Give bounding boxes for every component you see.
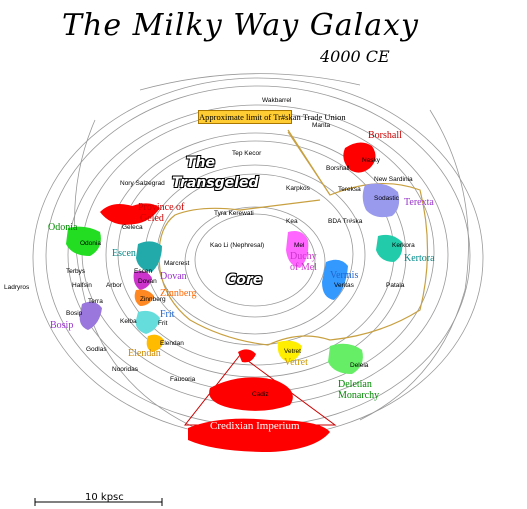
star-label: Geleca (122, 224, 143, 231)
realm-label: Elendan (128, 348, 161, 359)
realm-label: Kertora (404, 253, 435, 264)
star-label: Halfsin (72, 282, 92, 289)
vermis-region (322, 259, 348, 300)
credixian-region-3 (238, 349, 256, 363)
dovan-region (133, 270, 152, 290)
star-label: Cadiz (252, 391, 269, 398)
star-label: Godlas (86, 346, 107, 353)
star-label: Nooridas (112, 366, 139, 373)
odonia-region (66, 226, 101, 256)
star-label: Nory Salzegrad (120, 180, 165, 187)
star-label: Zinnberg (140, 296, 166, 303)
realm-label: Frit (160, 309, 175, 320)
elendan-region (146, 334, 164, 352)
star-label: Elendan (160, 340, 184, 347)
star-label: Ladryros (4, 284, 30, 291)
borshall-region (343, 142, 376, 173)
star-label: Mel (294, 242, 305, 249)
star-label: Kerkora (392, 242, 415, 249)
mel-region (286, 231, 309, 268)
realm-label: Borshall (368, 130, 402, 141)
transgeled-label-2: Transgeled (172, 175, 259, 191)
star-label: Faucoria (170, 376, 196, 383)
escen-region (136, 241, 162, 272)
star-label: Tep Kecor (232, 150, 262, 157)
star-label: Karpkos (286, 185, 310, 192)
star-label: Patala (386, 282, 405, 289)
credixian-region-1 (209, 377, 293, 411)
star-label: Nesky (362, 157, 381, 164)
star-label: Deleia (350, 362, 369, 369)
star-label: Kao Li (Nephresal) (210, 242, 265, 249)
realm-label: Escen (112, 248, 136, 259)
star-label: Arbor (106, 282, 122, 289)
star-label: Terbys (66, 268, 86, 275)
realm-label: Province of (138, 202, 185, 213)
realm-label: Dovan (160, 271, 187, 282)
star-label: Tyra Kerewati (214, 210, 254, 217)
realm-label: Vetret (284, 357, 308, 368)
realm-label: Deletian (338, 379, 372, 390)
realm-label: Geled (140, 213, 164, 224)
star-label: Tereksa (338, 186, 361, 193)
realm-label: Duchy (290, 251, 317, 262)
scale-label: 10 kpsc (85, 492, 124, 503)
core-label: Core (226, 272, 263, 288)
star-label: Escen (134, 268, 153, 275)
star-label: Sodastic (374, 195, 399, 202)
realm-label: Vermis (330, 270, 359, 281)
transgeled-label-1: The (186, 155, 216, 171)
trade-union-note: Approximate limit of Tr#skan Trade Union (198, 110, 346, 124)
realm-label: Zinnberg (160, 288, 197, 299)
era-label: 4000 CE (320, 47, 390, 66)
realm-label: Credixian Imperium (210, 420, 300, 432)
star-label: New Sardinia (374, 176, 413, 183)
realm-label: Bosip (50, 320, 74, 331)
star-label: Kelba (120, 318, 137, 325)
star-label: Dovan (138, 278, 157, 285)
bosip-region (79, 301, 102, 330)
star-label: Kea (286, 218, 298, 225)
star-label: Marcrest (164, 260, 190, 267)
star-label: Manta (312, 122, 331, 129)
frit-region (135, 310, 160, 334)
star-label: Bosip (66, 310, 83, 317)
star-label: BDA Tr#ska (328, 218, 363, 225)
kertora-region (376, 234, 403, 262)
realm-label: Terexta (404, 197, 434, 208)
star-label: Terra (88, 298, 103, 305)
realm-label: of Mel (290, 262, 317, 273)
realm-label: Monarchy (338, 390, 380, 401)
star-label: Odonia (80, 240, 101, 247)
star-label: Frit (158, 320, 168, 327)
deletian-region (328, 343, 363, 374)
scale-bar (34, 498, 163, 506)
terexta-region (362, 183, 400, 218)
credixian-region-2 (188, 418, 330, 452)
star-label: Veritas (334, 282, 354, 289)
zinnberg-region (134, 289, 154, 306)
star-label: Wakbarrel (262, 97, 292, 104)
realm-label: Odonia (48, 222, 78, 233)
star-label: Borshall (326, 165, 350, 172)
star-label: Vetret (284, 348, 301, 355)
vetret-region (277, 340, 302, 362)
geled-region (100, 203, 160, 225)
trade-union-pointer (287, 131, 331, 196)
map-title: The Milky Way Galaxy (62, 8, 419, 43)
trade-union-boundary (158, 129, 429, 346)
